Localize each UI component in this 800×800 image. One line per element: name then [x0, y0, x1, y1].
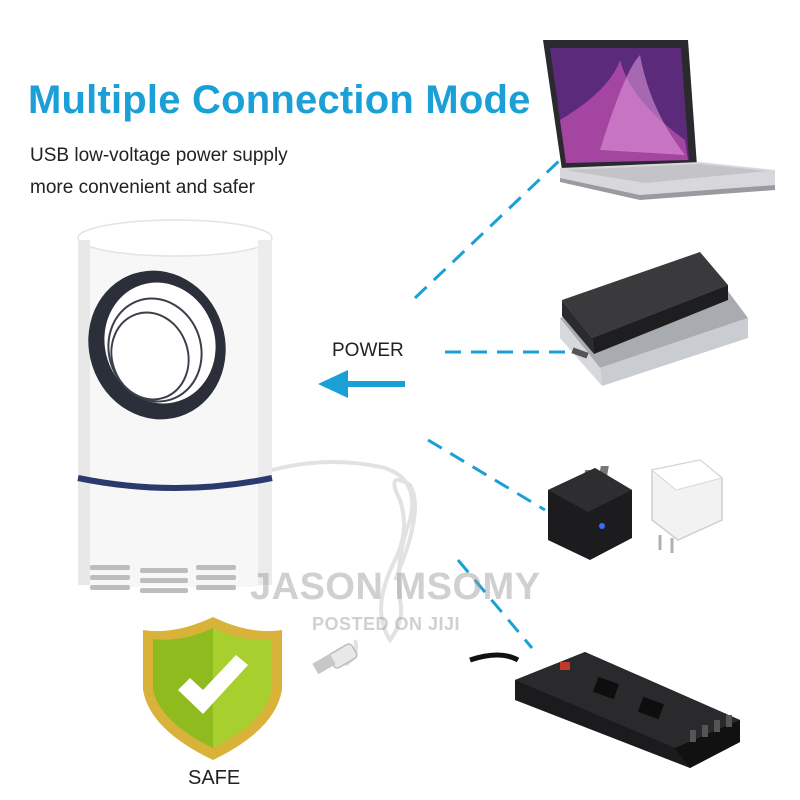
subtitle-line-1: USB low-voltage power supply: [30, 145, 288, 166]
power-strip-icon: [469, 652, 740, 768]
headline: Multiple Connection Mode: [28, 78, 531, 122]
connection-line-powerstrip: [456, 559, 534, 649]
safe-label: SAFE: [188, 767, 241, 789]
connection-line-adapter: [427, 438, 546, 512]
safe-shield-icon: [143, 617, 282, 760]
usb-plug-icon: [312, 643, 358, 675]
power-adapter-icon: [548, 459, 724, 560]
watermark-source: POSTED ON JIJI: [312, 614, 461, 634]
connection-lines: [413, 158, 575, 649]
connection-line-laptop: [413, 158, 562, 300]
left-arrow-icon: [318, 370, 405, 398]
power-bank-icon: [560, 252, 748, 386]
power-label: POWER: [332, 340, 404, 361]
subtitle-line-2: more convenient and safer: [30, 177, 255, 198]
watermark-name: JASON MSOMY: [250, 566, 541, 608]
laptop-icon: [543, 40, 775, 200]
mosquito-lamp: [77, 219, 273, 593]
